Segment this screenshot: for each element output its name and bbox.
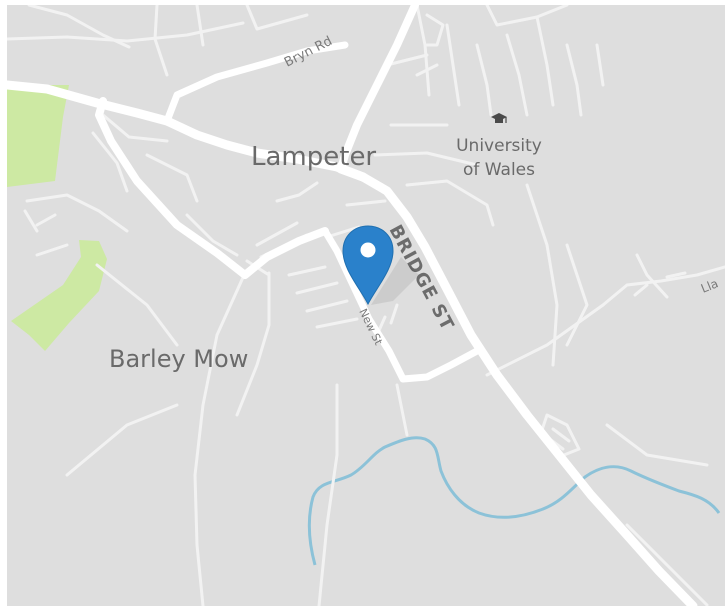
map-view[interactable]: Lampeter Barley Mow University of Wales …	[7, 5, 725, 606]
place-label-barley-mow: Barley Mow	[109, 345, 248, 373]
main-roads	[7, 5, 698, 606]
map-canvas[interactable]: Lampeter Barley Mow University of Wales …	[7, 5, 725, 606]
park-area-west	[7, 85, 69, 187]
graduation-cap-icon	[491, 113, 507, 123]
location-marker[interactable]	[342, 225, 419, 306]
map-pin-icon	[342, 225, 394, 306]
river-teifi	[307, 436, 721, 566]
university-poi[interactable]: University of Wales	[456, 113, 542, 180]
poi-label-university-line2: of Wales	[463, 160, 535, 180]
street-label-lla: Lla	[699, 276, 720, 295]
place-label-lampeter: Lampeter	[251, 142, 376, 172]
poi-label-university-line1: University	[456, 136, 542, 156]
park-area-south-west	[11, 240, 107, 351]
marker-shadow	[371, 257, 419, 305]
